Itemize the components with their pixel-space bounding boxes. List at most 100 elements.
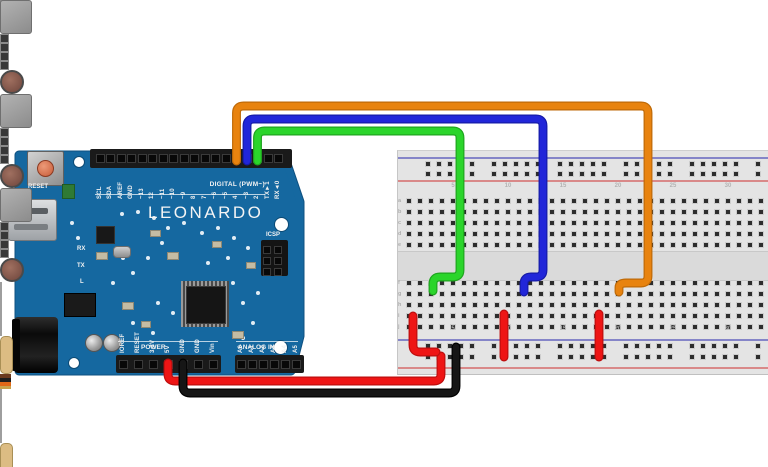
row-letter: a (398, 198, 402, 204)
header-socket (280, 360, 290, 369)
breadboard-hole (407, 210, 411, 214)
breadboard-rail-hole (492, 162, 496, 166)
blue-signal-wire-outline (242, 114, 548, 297)
pcb-via (256, 291, 260, 295)
breadboard-rail-hole (690, 172, 694, 176)
digital-pwm-label: DIGITAL (PWM~) (209, 181, 265, 188)
voltage-regulator (64, 293, 96, 317)
reset-label: RESET (28, 184, 49, 190)
breadboard-rail-hole (591, 344, 595, 348)
breadboard-rail-hole (668, 355, 672, 359)
breadboard-rail-hole (602, 162, 606, 166)
breadboard-rail-hole (591, 162, 595, 166)
breadboard-rail-hole (635, 162, 639, 166)
header-socket (148, 360, 158, 369)
breadboard-rail-hole (525, 355, 529, 359)
pushbutton-1[interactable] (0, 0, 32, 34)
breadboard-hole (418, 199, 422, 203)
breadboard-hole (715, 232, 719, 236)
breadboard-hole (550, 199, 554, 203)
breadboard-hole (583, 243, 587, 247)
breadboard-hole (715, 281, 719, 285)
header-socket (137, 154, 147, 163)
breadboard-hole (418, 243, 422, 247)
breadboard-hole (671, 281, 675, 285)
breadboard-hole (484, 199, 488, 203)
icsp-pin (262, 268, 271, 276)
breadboard-hole (451, 221, 455, 225)
breadboard-rail-hole (437, 172, 441, 176)
breadboard-hole (704, 221, 708, 225)
breadboard-rail-hole (723, 162, 727, 166)
breadboard-rail-hole (437, 344, 441, 348)
breadboard-hole (440, 281, 444, 285)
breadboard-hole (418, 325, 422, 329)
resistor-2[interactable] (0, 443, 13, 467)
resistor-lead (0, 389, 2, 443)
icsp-pin (273, 257, 282, 265)
pcb-via (111, 281, 115, 285)
breadboard-hole (682, 281, 686, 285)
board-title: LEONARDO (148, 203, 264, 222)
breadboard-rail-hole (470, 172, 474, 176)
black-ground-wire[interactable] (179, 343, 460, 397)
breadboard-hole (660, 303, 664, 307)
breadboard-rail-hole (646, 344, 650, 348)
breadboard-rail-hole (690, 162, 694, 166)
breadboard-hole (440, 221, 444, 225)
breadboard-hole (429, 210, 433, 214)
breadboard-hole (638, 325, 642, 329)
green-signal-wire[interactable] (254, 127, 464, 295)
breadboard-rail-hole (503, 162, 507, 166)
breadboard-hole (495, 303, 499, 307)
breadboard-hole (506, 303, 510, 307)
breadboard-hole (473, 325, 477, 329)
analog-section-label: ANALOG IN (238, 344, 275, 351)
breadboard-rail-hole (624, 355, 628, 359)
pcb-via (121, 256, 125, 260)
breadboard-hole (473, 199, 477, 203)
led-label: TX (77, 263, 85, 269)
breadboard-hole (517, 243, 521, 247)
breadboard-hole (429, 232, 433, 236)
resistor-1[interactable] (0, 336, 13, 374)
pushbutton-2[interactable] (0, 94, 32, 128)
mcu-chip-body (186, 286, 226, 324)
breadboard-hole (539, 292, 543, 296)
breadboard-rail-hole (624, 162, 628, 166)
red-power-wire[interactable] (164, 352, 445, 385)
blue-signal-wire[interactable] (243, 115, 547, 296)
breadboard-hole (671, 292, 675, 296)
crystal (113, 246, 131, 258)
pcb-via (182, 221, 186, 225)
breadboard-rail-hole (525, 172, 529, 176)
pcb-via (156, 301, 160, 305)
header-socket (291, 360, 301, 369)
resistor-band (0, 386, 11, 389)
breadboard-hole (506, 281, 510, 285)
breadboard-hole (473, 210, 477, 214)
breadboard-hole (429, 303, 433, 307)
red-jumper-1[interactable] (409, 312, 440, 356)
row-letter: g (398, 291, 402, 297)
breadboard-hole (517, 325, 521, 329)
breadboard-hole (649, 303, 653, 307)
breadboard-rail-hole (712, 355, 716, 359)
breadboard-hole (660, 243, 664, 247)
breadboard-hole (440, 303, 444, 307)
breadboard-hole (671, 314, 675, 318)
header-socket (118, 360, 128, 369)
breadboard-rail-hole (690, 344, 694, 348)
breadboard-hole (528, 210, 532, 214)
smd-component (141, 321, 151, 328)
breadboard-hole (561, 325, 565, 329)
breadboard-hole (440, 199, 444, 203)
breadboard-hole (682, 232, 686, 236)
breadboard-rail-hole (723, 355, 727, 359)
orange-signal-wire[interactable] (233, 102, 652, 296)
breadboard-hole (561, 199, 565, 203)
led-label: RX (77, 246, 86, 252)
pushbutton-3[interactable] (0, 188, 32, 222)
